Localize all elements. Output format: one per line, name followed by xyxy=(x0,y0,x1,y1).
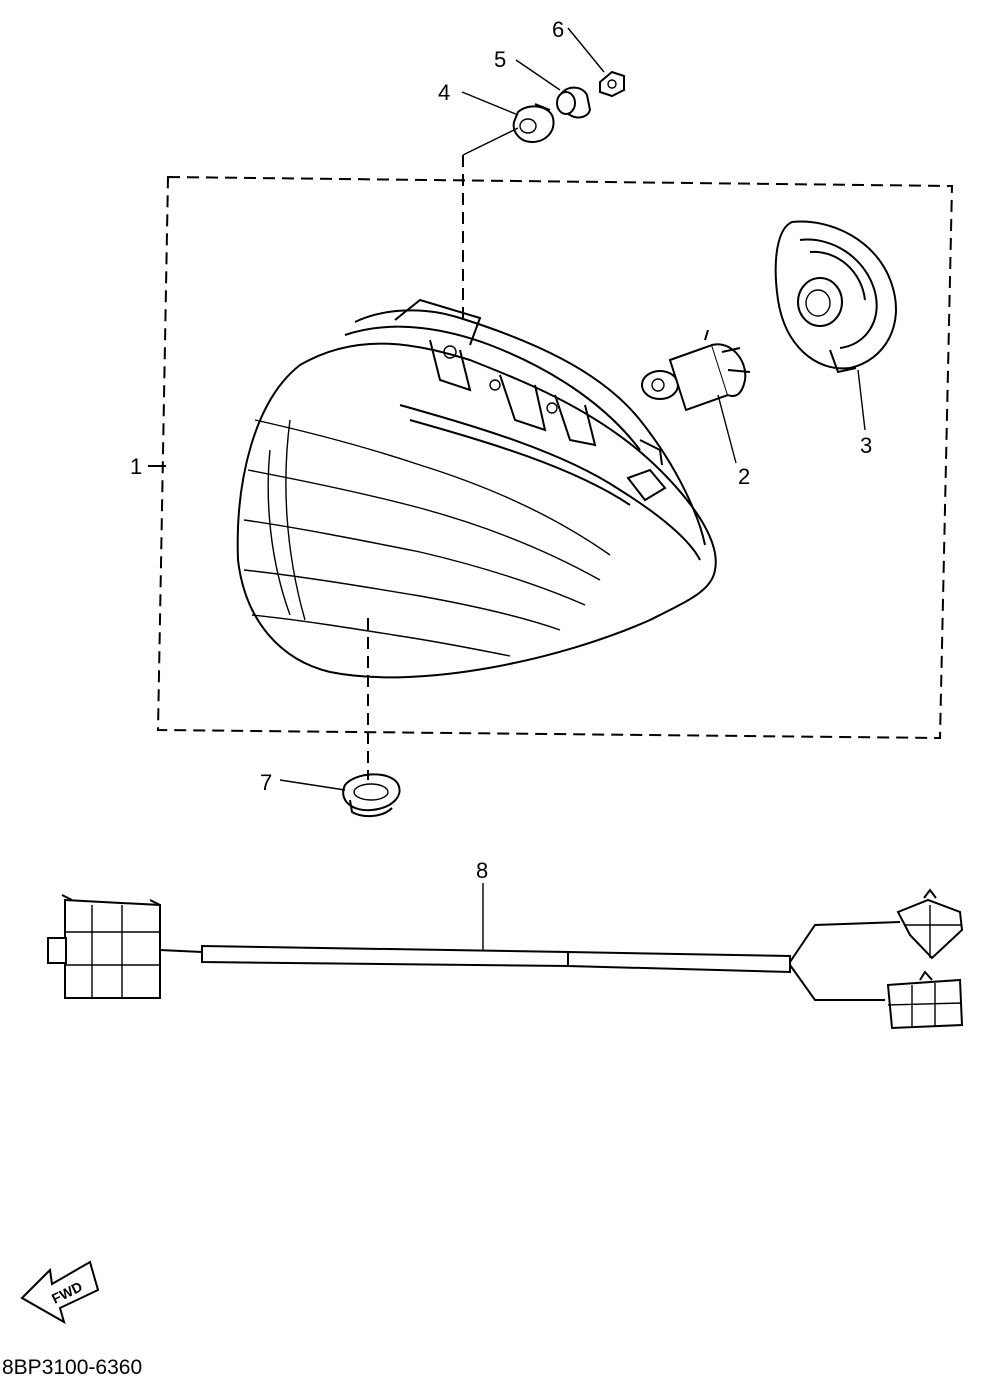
rubber-cap[interactable] xyxy=(342,773,401,818)
callout-7: 7 xyxy=(260,770,272,795)
callout-2: 2 xyxy=(738,464,750,489)
callout-5: 5 xyxy=(494,47,506,72)
grommet[interactable] xyxy=(512,103,555,144)
callout-6: 6 xyxy=(552,17,564,42)
forward-arrow-icon: FWD xyxy=(20,1260,100,1325)
leader-lines xyxy=(148,27,866,950)
bulb[interactable] xyxy=(641,329,751,412)
headlight-unit[interactable] xyxy=(236,298,717,679)
assembly-boundary xyxy=(156,175,954,740)
callout-4: 4 xyxy=(438,80,450,105)
bulb-cover[interactable] xyxy=(774,220,897,374)
callout-8: 8 xyxy=(476,858,488,883)
wire-harness[interactable] xyxy=(47,888,964,1030)
diagram-code: 8BP3100-6360 xyxy=(2,1356,142,1379)
callout-1: 1 xyxy=(130,454,142,479)
bolt[interactable] xyxy=(599,70,625,98)
callout-3: 3 xyxy=(860,433,872,458)
collar[interactable] xyxy=(556,86,592,119)
